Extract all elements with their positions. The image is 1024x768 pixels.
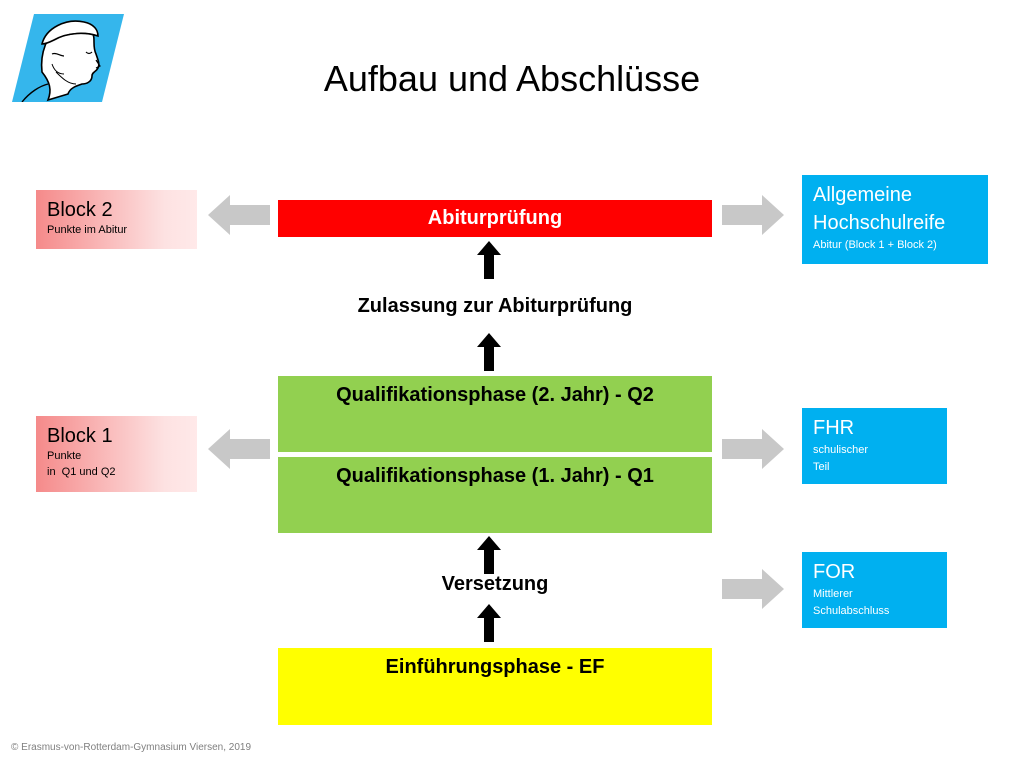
up-arrow-icon (477, 333, 501, 371)
block2-subtext: Punkte im Abitur (47, 224, 128, 236)
fhr-heading: FHR (813, 417, 855, 439)
fhr-subtext-line2: Teil (813, 461, 830, 473)
for-subtext-line1: Mittlerer (813, 588, 853, 600)
up-arrow-icon (477, 536, 501, 574)
for-heading: FOR (813, 561, 856, 583)
qualifikationsphase-q2-box: Qualifikationsphase (2. Jahr) - Q2 (278, 376, 712, 452)
left-arrow-icon (208, 195, 270, 235)
copyright-footer: © Erasmus-von-Rotterdam-Gymnasium Vierse… (11, 742, 252, 753)
school-logo (12, 14, 124, 103)
abiturpruefung-box: Abiturprüfung (278, 200, 712, 237)
ahr-heading-line2: Hochschulreife (813, 212, 946, 234)
right-arrow-icon (722, 569, 784, 609)
block2-box: Block 2 Punkte im Abitur (36, 190, 197, 249)
fhr-box: FHR schulischer Teil (802, 408, 947, 484)
einfuehrungsphase-box: Einführungsphase - EF (278, 648, 712, 725)
for-box: FOR Mittlerer Schulabschluss (802, 552, 947, 628)
fhr-subtext-line1: schulischer (813, 444, 869, 456)
for-subtext-line2: Schulabschluss (813, 605, 890, 617)
block1-subtext-line1: Punkte (47, 450, 82, 462)
block1-heading: Block 1 (47, 425, 113, 447)
block1-subtext-line2: in Q1 und Q2 (47, 466, 116, 478)
qualifikationsphase-q1-box: Qualifikationsphase (1. Jahr) - Q1 (278, 457, 712, 533)
page-title: Aufbau und Abschlüsse (323, 58, 701, 99)
right-arrow-icon (722, 195, 784, 235)
left-arrow-icon (208, 429, 270, 469)
right-arrow-icon (722, 429, 784, 469)
allgemeine-hochschulreife-box: Allgemeine Hochschulreife Abitur (Block … (802, 175, 988, 264)
ahr-heading-line1: Allgemeine (813, 184, 912, 206)
up-arrow-icon (477, 604, 501, 642)
ahr-subtext: Abitur (Block 1 + Block 2) (813, 239, 937, 251)
block2-heading: Block 2 (47, 199, 113, 221)
up-arrow-icon (477, 241, 501, 279)
versetzung-label: Versetzung (441, 573, 549, 595)
zulassung-label: Zulassung zur Abiturprüfung (357, 295, 633, 317)
block1-box: Block 1 Punkte in Q1 und Q2 (36, 416, 197, 492)
